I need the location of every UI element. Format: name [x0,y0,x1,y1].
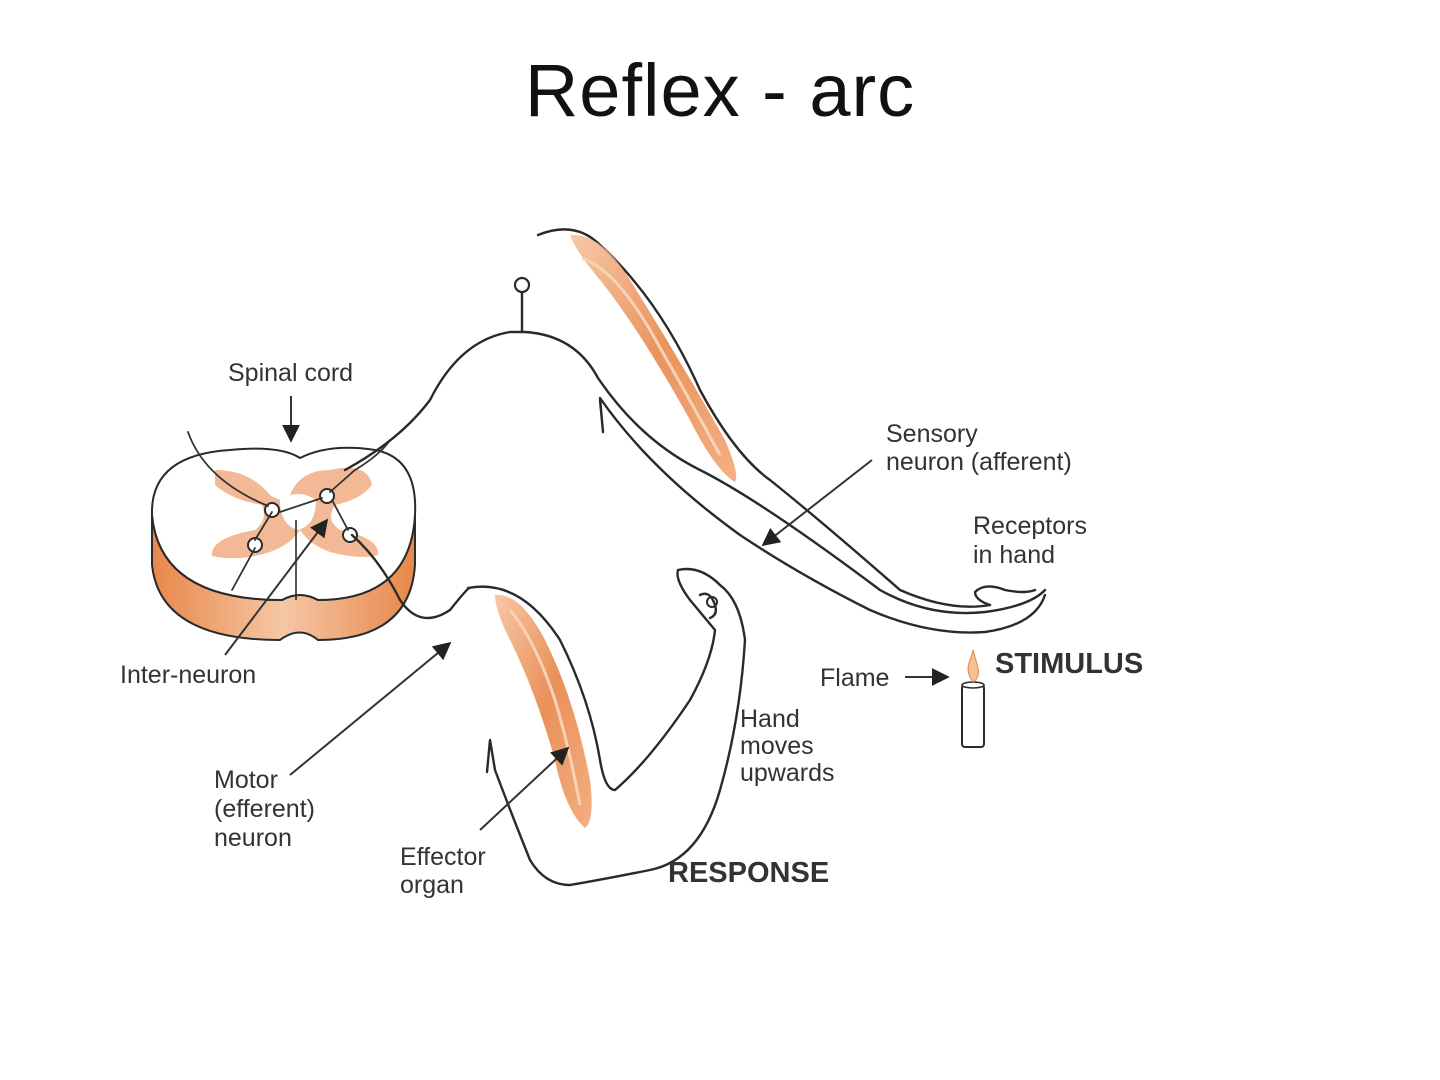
label-response: RESPONSE [668,857,829,889]
label-receptors-line1: Receptors [973,512,1087,540]
label-hand-line2: moves [740,732,814,760]
label-effector-line1: Effector [400,843,486,871]
label-sensory-line1: Sensory [886,420,978,448]
upper-limb-sensory [343,228,1047,634]
label-sensory-line2: neuron (afferent) [886,448,1072,476]
effector-organ-arrow [479,746,570,831]
label-spinal-cord: Spinal cord [228,359,353,387]
motor-neuron-arrow [289,641,452,776]
label-receptors-line2: in hand [973,541,1055,569]
label-flame: Flame [820,664,889,692]
label-hand-line3: upwards [740,759,835,787]
slide-title: Reflex - arc [524,49,916,132]
spinal-cord-section [150,431,417,642]
label-motor-line3: neuron [214,824,292,852]
lower-limb-motor [350,533,747,887]
label-stimulus: STIMULUS [995,648,1143,680]
inter-neuron-arrow [224,518,329,656]
label-inter-neuron: Inter-neuron [120,661,256,689]
candle-flame-icon [961,649,985,748]
label-motor-line2: (efferent) [214,795,315,823]
label-hand-line1: Hand [740,705,800,733]
sensory-neuron-arrow [761,459,873,547]
label-motor-line1: Motor [214,766,278,794]
label-effector-line2: organ [400,871,464,899]
